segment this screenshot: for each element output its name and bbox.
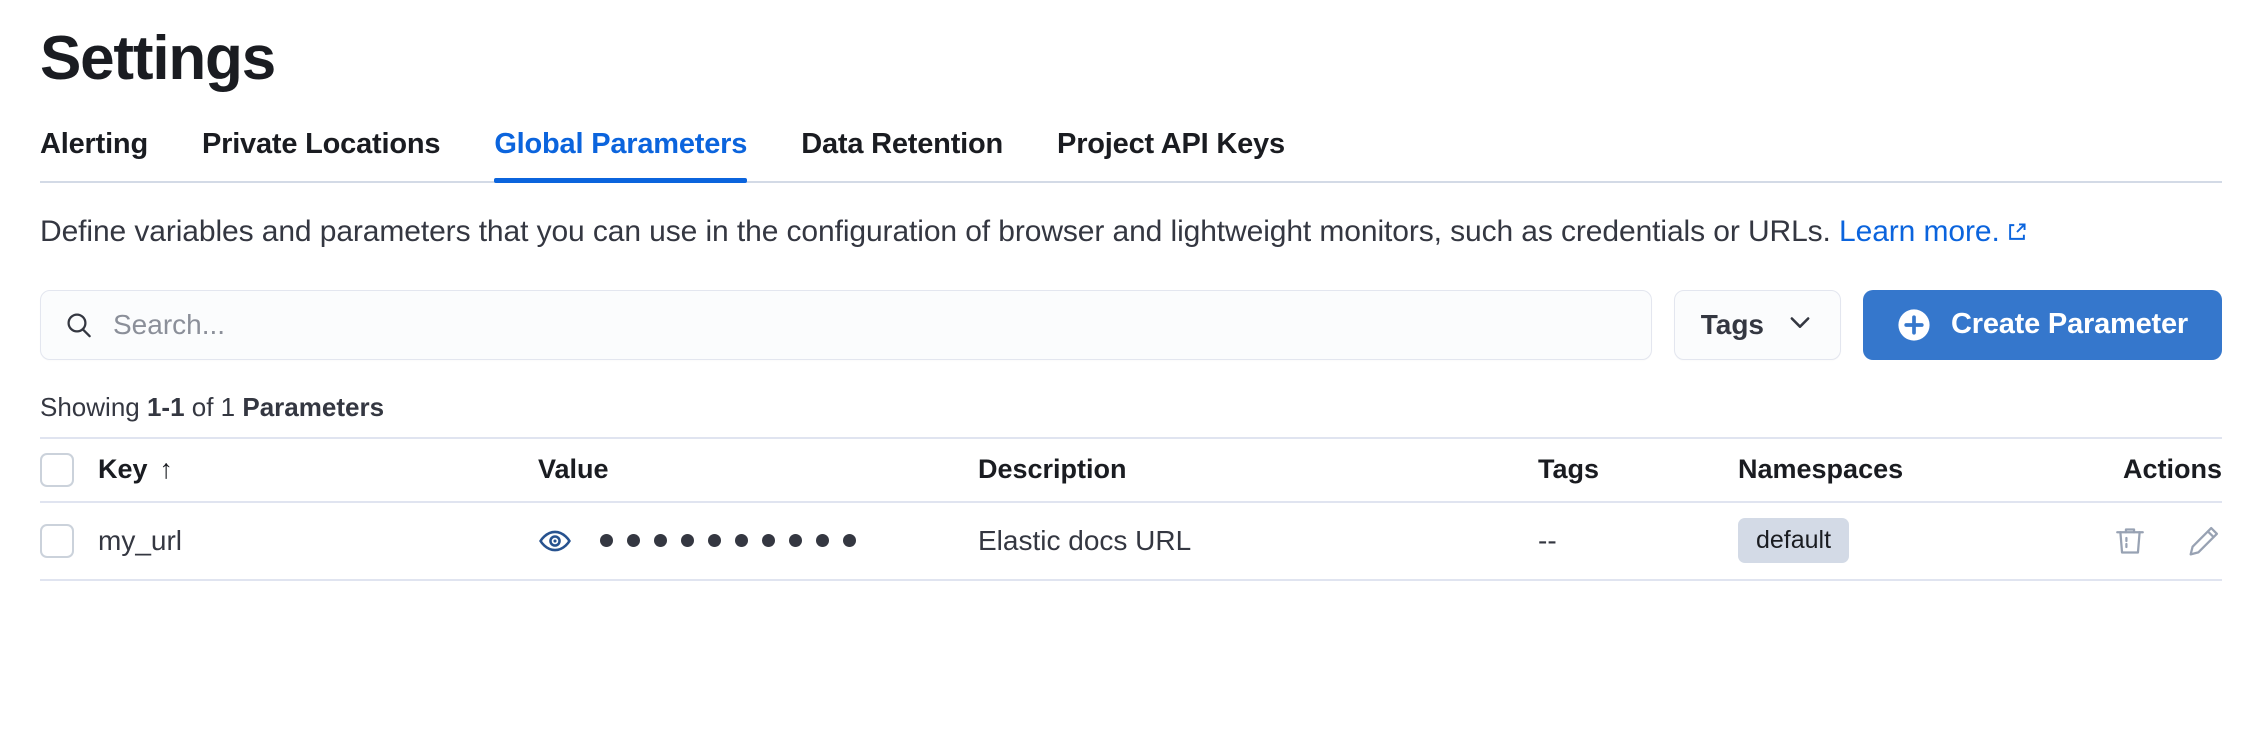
description-text: Define variables and parameters that you… <box>40 211 2222 256</box>
tab-global-parameters[interactable]: Global Parameters <box>467 128 774 183</box>
page-title: Settings <box>40 24 276 93</box>
learn-more-link[interactable]: Learn more. <box>1839 215 2000 248</box>
trash-icon[interactable] <box>2112 523 2148 559</box>
column-header-key-label: Key <box>98 454 148 485</box>
cell-namespaces: default <box>1738 518 2012 564</box>
controls-row: Tags Create Parameter <box>40 289 2222 360</box>
column-header-value[interactable]: Value <box>538 454 609 485</box>
chevron-down-icon <box>1786 308 1814 341</box>
create-parameter-button[interactable]: Create Parameter <box>1863 289 2222 360</box>
tab-bar: Alerting Private Locations Global Parame… <box>40 128 2222 183</box>
row-checkbox[interactable] <box>40 523 74 558</box>
external-link-icon <box>2006 213 2028 256</box>
tab-alerting[interactable]: Alerting <box>40 128 148 160</box>
table-row[interactable]: my_url Elastic docs URL -- default <box>40 500 2222 579</box>
search-icon <box>63 309 95 341</box>
tags-filter-label: Tags <box>1700 308 1764 340</box>
search-input[interactable] <box>113 308 1629 341</box>
search-box[interactable] <box>40 289 1652 360</box>
cell-actions <box>2012 523 2222 559</box>
tags-filter-dropdown[interactable]: Tags <box>1673 289 1841 360</box>
showing-middle: of 1 <box>184 391 243 422</box>
showing-prefix: Showing <box>40 391 147 422</box>
column-header-key[interactable]: Key ↑ <box>98 454 538 485</box>
eye-icon[interactable] <box>538 524 572 558</box>
cell-description: Elastic docs URL <box>978 524 1192 556</box>
column-header-namespaces[interactable]: Namespaces <box>1738 454 1904 485</box>
column-header-actions: Actions <box>2122 454 2222 485</box>
showing-noun: Parameters <box>242 391 385 422</box>
pencil-icon[interactable] <box>2186 523 2222 559</box>
select-all-checkbox[interactable] <box>40 452 74 487</box>
namespace-badge: default <box>1738 518 1850 564</box>
column-header-tags[interactable]: Tags <box>1538 454 1600 485</box>
cell-tags: -- <box>1538 524 1557 556</box>
plus-circle-icon <box>1897 308 1931 342</box>
select-all-cell <box>40 452 98 487</box>
create-parameter-label: Create Parameter <box>1951 308 2188 341</box>
cell-value <box>538 524 978 558</box>
tab-project-api-keys[interactable]: Project API Keys <box>1057 128 1285 160</box>
sort-ascending-icon: ↑ <box>159 454 174 485</box>
tab-data-retention[interactable]: Data Retention <box>801 128 1004 160</box>
table-header-row: Key ↑ Value Description Tags Namespaces … <box>40 436 2222 501</box>
column-header-description[interactable]: Description <box>978 454 1127 485</box>
results-count: Showing 1-1 of 1 Parameters <box>40 392 2222 423</box>
showing-range: 1-1 <box>146 391 185 422</box>
row-select-cell <box>40 523 98 558</box>
description-body: Define variables and parameters that you… <box>40 215 1840 248</box>
table-bottom-border <box>40 578 2222 581</box>
tab-private-locations[interactable]: Private Locations <box>201 128 441 160</box>
cell-key: my_url <box>98 524 183 556</box>
parameters-table: Key ↑ Value Description Tags Namespaces … <box>40 436 2222 581</box>
masked-value <box>600 534 856 548</box>
